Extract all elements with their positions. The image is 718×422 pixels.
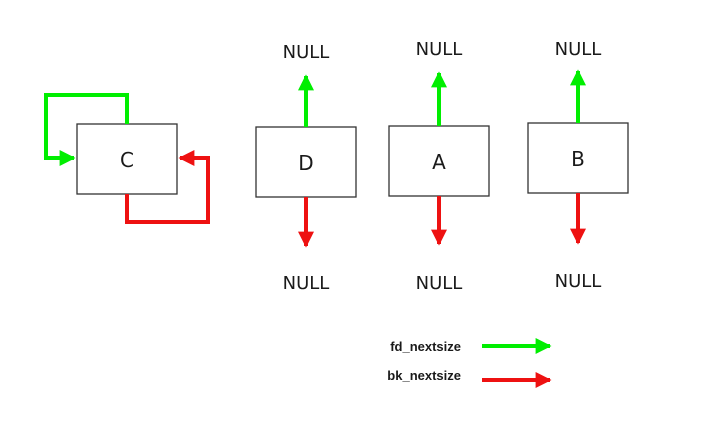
legend: fd_nextsize bk_nextsize [387,338,552,388]
legend-bk-label: bk_nextsize [387,368,461,383]
d-bk-null-label: NULL [283,273,330,294]
c-fd-nextsize-self-arrow [44,93,129,166]
node-d: D NULL NULL [255,42,357,294]
legend-fd-label: fd_nextsize [390,339,461,354]
node-d-label: D [298,151,313,175]
node-a-box [388,125,490,197]
b-bk-null-label: NULL [555,271,602,292]
a-bk-null-label: NULL [416,273,463,294]
c-bk-nextsize-self-arrow [125,150,210,224]
node-c: C [44,93,210,224]
node-c-label: C [120,148,134,172]
node-a-label: A [432,150,446,174]
node-c-box [76,123,178,195]
node-a: A NULL NULL [388,39,490,294]
b-fd-null-label: NULL [555,39,602,60]
node-b-label: B [571,147,585,171]
d-fd-null-label: NULL [283,42,330,63]
a-fd-null-label: NULL [416,39,463,60]
node-b: B NULL NULL [527,39,629,292]
